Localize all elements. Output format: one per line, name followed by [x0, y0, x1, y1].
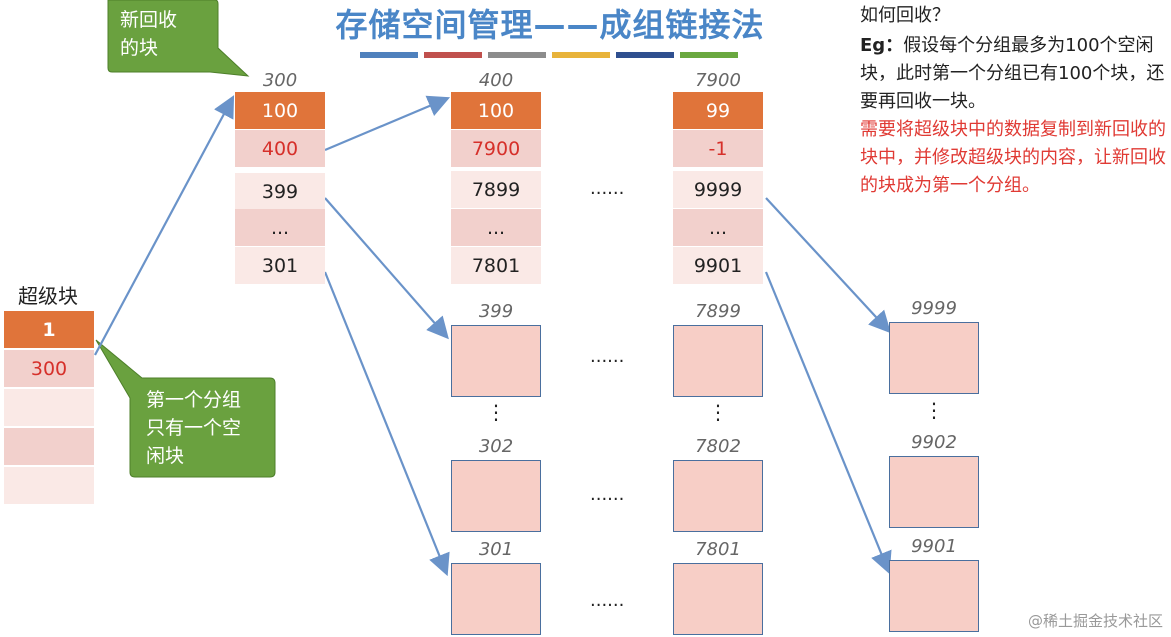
data-block [889, 560, 979, 632]
callout-new-block-text: 新回收 的块 [120, 9, 178, 59]
color-bar [680, 52, 738, 58]
color-bar [360, 52, 418, 58]
ellipsis-horizontal: ...... [590, 178, 625, 199]
data-block-label: 9902 [911, 432, 957, 453]
arrow-sb-to-300 [94, 95, 235, 356]
data-block [673, 563, 763, 635]
ellipsis-horizontal: ...... [590, 484, 625, 505]
group-300-entry: ... [235, 209, 325, 246]
data-block [889, 456, 979, 528]
title-color-bars [360, 52, 740, 58]
group-400-count: 100 [451, 92, 541, 129]
callout-first-group-shape [95, 339, 276, 478]
arrow-300-to-400 [324, 95, 451, 152]
ellipsis-vertical: ⋮ [486, 400, 506, 424]
group-300-entry: 399 [235, 173, 325, 210]
group-7900-entry: 9901 [673, 247, 763, 284]
data-block [673, 460, 763, 532]
group-300-count: 100 [235, 92, 325, 129]
color-bar [616, 52, 674, 58]
superblock-count-cell: 1 [4, 311, 94, 348]
callout-new-block-shape [107, 0, 250, 77]
group-400-entry: 7899 [451, 171, 541, 208]
data-block [451, 325, 541, 397]
group-7900-entry: ... [673, 209, 763, 246]
group-7900-next: -1 [673, 130, 763, 167]
arrow-7900-to-9999 [765, 197, 891, 334]
data-block [889, 322, 979, 394]
color-bar [424, 52, 482, 58]
data-block [673, 325, 763, 397]
color-bar [488, 52, 546, 58]
group-7900-entry: 9999 [673, 171, 763, 208]
data-block [451, 460, 541, 532]
superblock-link-cell: 300 [4, 350, 94, 387]
data-block-label: 301 [478, 539, 514, 560]
group-300-next: 400 [235, 130, 325, 167]
group-7900-label: 7900 [695, 70, 741, 91]
ellipsis-horizontal: ...... [590, 590, 625, 611]
data-block-label: 7802 [695, 436, 741, 457]
data-block-label: 7801 [695, 539, 741, 560]
group-400-label: 400 [478, 70, 514, 91]
group-400-entry: ... [451, 209, 541, 246]
ellipsis-vertical: ⋮ [708, 400, 728, 424]
answer-text: 需要将超级块中的数据复制到新回收的块中，并修改超级块的内容，让新回收的块成为第一… [860, 119, 1166, 196]
question-text: 如何回收？ [860, 5, 950, 26]
watermark: @稀土掘金技术社区 [1027, 612, 1163, 630]
group-7900-count: 99 [673, 92, 763, 129]
group-300-entry: 301 [235, 247, 325, 284]
group-400-entry: 7801 [451, 247, 541, 284]
group-300-label: 300 [262, 70, 298, 91]
example-prefix: Eg： [860, 35, 904, 56]
group-400-next: 7900 [451, 130, 541, 167]
superblock-empty-cell [4, 389, 94, 426]
color-bar [552, 52, 610, 58]
superblock-label: 超级块 [18, 284, 78, 308]
callout-first-group-text: 第一个分组 只有一个空 闲块 [146, 389, 242, 467]
data-block-label: 9901 [911, 536, 957, 557]
superblock-empty-cell [4, 428, 94, 465]
data-block-label: 7899 [695, 301, 741, 322]
arrow-7900-to-9901 [764, 271, 892, 575]
arrow-300-to-399 [324, 197, 449, 340]
data-block-label: 302 [478, 436, 514, 457]
ellipsis-vertical: ⋮ [924, 398, 944, 422]
arrow-300-to-301 [323, 271, 450, 577]
data-block [451, 563, 541, 635]
example-body: 假设每个分组最多为100个空闲块，此时第一个分组已有100个块，还要再回收一块。 [860, 35, 1165, 112]
ellipsis-horizontal: ...... [590, 346, 625, 367]
page-title: 存储空间管理——成组链接法 [335, 6, 765, 44]
superblock-empty-cell [4, 467, 94, 504]
data-block-label: 399 [478, 301, 514, 322]
data-block-label: 9999 [911, 298, 957, 319]
example-text: Eg：假设每个分组最多为100个空闲块，此时第一个分组已有100个块，还要再回收… [860, 32, 1170, 116]
